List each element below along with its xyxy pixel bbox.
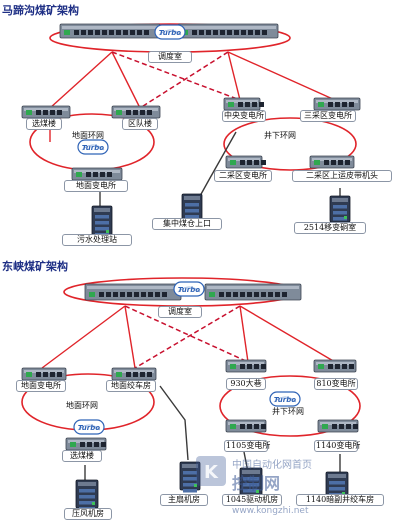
link-core-to-district [111, 51, 141, 109]
core-switch-left-2 [84, 283, 182, 301]
underground-ring-2 [219, 375, 361, 437]
node-fan-2: 主扇机房 [160, 494, 208, 506]
surface-ring-label-2: 地面环网 [66, 401, 98, 410]
node-winch-2: 地面绞车房 [106, 380, 156, 392]
switch-second-sub-1 [225, 155, 266, 169]
io-2514-1 [329, 195, 351, 227]
switch-surface-sub-1 [71, 167, 123, 181]
node-sewage-1: 污水处理站 [62, 234, 132, 246]
link-core-to-central [227, 51, 241, 101]
node-1140-2: 1140变电所 [314, 440, 361, 452]
switch-belt-head-1 [309, 155, 355, 169]
watermark-line-2: 控制网 [232, 474, 281, 493]
diagram2-title: 东峡煤矿架构 [2, 260, 68, 273]
switch-coal-wash-1 [21, 105, 71, 119]
node-2514-1: 2514移变硐室 [294, 222, 366, 234]
underground-ring-label-1: 井下环网 [264, 131, 296, 140]
node-third-1: 三采区变电所 [300, 110, 356, 122]
turbo-ring-logo-top-1: Turbo [154, 24, 186, 40]
dash-core-to-930 [124, 305, 249, 363]
dash-core-to-central [111, 51, 241, 101]
node-1045-2: 1045驱动机房 [222, 494, 282, 506]
node-coal-wash-1: 选煤楼 [26, 118, 62, 130]
node-1105-2: 1105变电所 [224, 440, 271, 452]
node-winch1140-2: 1140暗副井绞车房 [296, 494, 384, 506]
turbo-ring-logo-surface-1: Turbo [77, 139, 109, 155]
core-switch-right-2 [204, 283, 302, 301]
node-810-2: 810变电所 [314, 378, 358, 390]
svg-text:Turbo: Turbo [178, 286, 200, 294]
node-surface-sub-2: 地面变电所 [16, 380, 66, 392]
underground-ring-label-2: 井下环网 [272, 407, 304, 416]
node-second-sub-1: 二采区变电所 [214, 170, 272, 182]
link-core-to-third [227, 51, 336, 101]
turbo-ring-logo-underground-2: Turbo [269, 391, 301, 407]
svg-text:Turbo: Turbo [78, 424, 100, 432]
switch-810-2 [313, 359, 357, 373]
node-coal-wash-2: 选煤楼 [62, 450, 102, 462]
io-sewage-1 [91, 205, 113, 237]
dash-core-to-district [139, 51, 229, 109]
node-surface-sub-1: 地面变电所 [64, 180, 128, 192]
underground-ring-1 [223, 117, 357, 171]
link-core-to-930 [239, 305, 249, 363]
surface-ring-label-1: 地面环网 [72, 131, 104, 140]
link-core-to-winch [124, 305, 136, 369]
node-bunker-1: 集中煤仓上口 [152, 218, 222, 230]
link-core-to-810 [239, 305, 336, 363]
dash-core-to-winch [134, 305, 241, 369]
switch-winch-2 [111, 367, 157, 381]
switch-surface-sub-2 [21, 367, 67, 381]
node-930-2: 930大巷 [226, 378, 266, 390]
node-district-1: 区队楼 [122, 118, 158, 130]
svg-text:K: K [204, 462, 219, 483]
node-compressor-2: 压风机房 [64, 508, 112, 520]
turbo-ring-logo-top-2: Turbo [173, 281, 205, 297]
link-winch-to-fan [159, 385, 189, 461]
svg-text:Turbo: Turbo [159, 29, 181, 37]
io-winch1140-2 [325, 471, 349, 503]
control-room-label-2: 调度室 [158, 306, 202, 318]
switch-1105-2 [225, 419, 267, 433]
link-core-to-coal-wash [49, 51, 113, 109]
watermark-url: www.kongzhi.net [232, 506, 309, 516]
link-core-to-surface-sub [41, 305, 126, 369]
node-belt-head-1: 二采区上运皮带机头 [292, 170, 392, 182]
link-central-to-bunker [199, 131, 237, 197]
node-central-1: 中央变电所 [222, 110, 266, 122]
switch-third-1 [313, 97, 361, 111]
turbo-ring-logo-surface-2: Turbo [73, 419, 105, 435]
switch-district-1 [111, 105, 161, 119]
io-compressor-2 [75, 479, 99, 511]
switch-coal-wash-2 [65, 437, 107, 451]
core-switch-left-1 [59, 23, 161, 39]
svg-text:Turbo: Turbo [274, 396, 296, 404]
diagram1-title: 马蹄沟煤矿架构 [2, 4, 79, 17]
watermark-line-1: 中国自动化网首页 [232, 460, 312, 471]
io-fan-2 [179, 461, 201, 493]
switch-930-2 [225, 359, 267, 373]
switch-central-1 [223, 97, 264, 111]
watermark-logo-icon: K [196, 456, 226, 486]
switch-1140-2 [317, 419, 359, 433]
control-room-label-1: 调度室 [148, 51, 192, 63]
core-switch-right-1 [177, 23, 279, 39]
svg-text:Turbo: Turbo [82, 144, 104, 152]
